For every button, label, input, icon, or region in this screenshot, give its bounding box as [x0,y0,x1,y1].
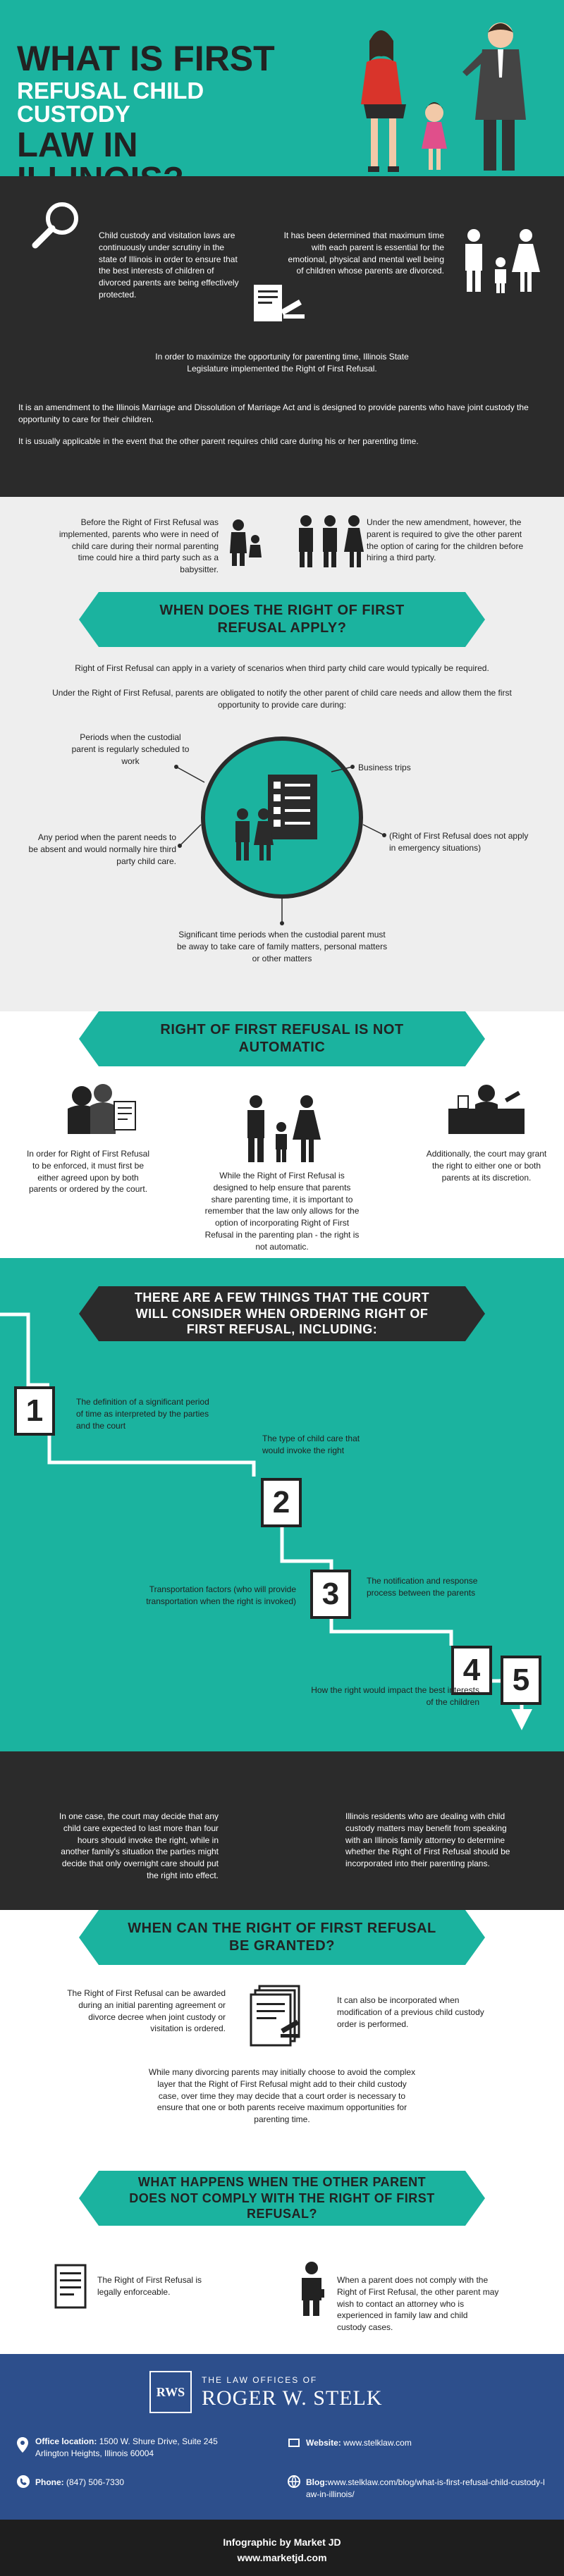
apply-item-business-trips: Business trips [358,763,411,772]
phone-number[interactable]: (847) 506-7330 [66,2477,125,2487]
intro-paragraph-5: It is usually applicable in the event th… [18,436,419,446]
step-2-text: The type of child care that would invoke… [262,1434,360,1455]
not-automatic-right-text: Additionally, the court may grant the ri… [426,1149,547,1183]
credit-line-1: Infographic by Market JD [223,2537,341,2548]
step-5-number: 5 [501,1656,541,1705]
header-section: WHAT IS FIRST REFUSAL CHILD CUSTODY LAW … [0,0,564,176]
intro-section: Child custody and visitation laws are co… [0,176,564,497]
firm-logo-initials: RWS [156,2384,185,2399]
phone-icon [17,2475,30,2488]
checklist-family-icon [235,775,317,861]
phone-block: Phone: (847) 506-7330 [35,2477,124,2489]
consider-banner-text: THERE ARE A FEW THINGS THAT THE COURT WI… [134,1290,430,1337]
consider-banner: THERE ARE A FEW THINGS THAT THE COURT WI… [79,1286,485,1341]
apply-item-family-matters: Significant time periods when the custod… [176,930,388,963]
apply-item-absent: Any period when the parent needs to be a… [28,832,176,866]
not-comply-section: WHAT HAPPENS WHEN THE OTHER PARENT DOES … [0,2171,564,2354]
step-3-number: 3 [310,1570,351,1619]
not-automatic-banner: RIGHT OF FIRST REFUSAL IS NOT AUTOMATIC [79,1011,485,1066]
step-3b-text: The notification and response process be… [367,1576,478,1598]
not-comply-right-text: When a parent does not comply with the R… [337,2275,499,2333]
title-line-2: REFUSAL CHILD CUSTODY [17,78,204,127]
magnifying-glass-icon [32,202,78,249]
before-after-section: Before the Right of First Refusal was im… [0,497,564,592]
not-automatic-center-text: While the Right of First Refusal is desi… [204,1171,360,1252]
website-label: Website: [306,2438,341,2448]
apply-paragraph-2: Under the Right of First Refusal, parent… [52,688,512,710]
step-4-number: 4 [451,1646,492,1695]
step-1-number: 1 [14,1386,55,1436]
blog-link[interactable]: www.stelklaw.com/blog/what-is-first-refu… [306,2477,545,2499]
firm-name-block: THE LAW OFFICES OF ROGER W. STELK [202,2375,383,2410]
family-holding-hands-icon [247,1095,321,1162]
blog-block: Blog:www.stelklaw.com/blog/what-is-first… [306,2477,546,2501]
location-pin-icon [17,2437,28,2453]
not-automatic-section: RIGHT OF FIRST REFUSAL IS NOT AUTOMATIC … [0,1011,564,1258]
court-decide-left-text: In one case, the court may decide that a… [59,1811,219,1880]
not-automatic-left-text: In order for Right of First Refusal to b… [26,1149,150,1195]
blog-label: Blog: [306,2477,328,2487]
footer-section: RWS THE LAW OFFICES OF ROGER W. STELK Of… [0,2354,564,2520]
step-3-text: Transportation factors (who will provide… [146,1584,296,1606]
granted-right-text: It can also be incorporated when modific… [337,1995,484,2029]
step-5-text: How the right would impact the best inte… [311,1685,479,1707]
apply-paragraph-1: Right of First Refusal can apply in a va… [75,663,489,673]
website-link[interactable]: www.stelklaw.com [343,2438,412,2448]
step-1-text: The definition of a significant period o… [76,1397,209,1431]
consider-section: THERE ARE A FEW THINGS THAT THE COURT WI… [0,1258,564,1751]
legal-document-outline-icon [54,2264,87,2309]
court-documents-icon [250,1985,300,2047]
office-line-1: 1500 W. Shure Drive, Suite 245 [99,2436,218,2446]
parent-child-icon [230,519,262,566]
intro-paragraph-3: In order to maximize the opportunity for… [155,352,409,374]
three-people-icon [299,515,364,567]
legal-document-icon [254,285,305,321]
firm-small-label: THE LAW OFFICES OF [202,2375,318,2385]
title-line-1: WHAT IS FIRST [17,39,275,78]
granted-left-text: The Right of First Refusal can be awarde… [67,1988,226,2034]
before-text: Before the Right of First Refusal was im… [59,517,219,575]
intro-paragraph-1: Child custody and visitation laws are co… [99,230,239,300]
website-icon [288,2439,300,2447]
not-comply-banner: WHAT HAPPENS WHEN THE OTHER PARENT DOES … [79,2171,485,2226]
page-title: WHAT IS FIRST REFUSAL CHILD CUSTODY LAW … [17,41,313,176]
website-block: Website: www.stelklaw.com [306,2437,412,2449]
apply-item-emergency: (Right of First Refusal does not apply i… [389,831,529,853]
firm-logo: RWS [149,2371,192,2413]
intro-paragraph-2: It has been determined that maximum time… [283,230,444,276]
firm-name: ROGER W. STELK [202,2386,383,2410]
apply-item-work: Periods when the custodial parent is reg… [71,732,190,766]
intro-paragraph-4: It is an amendment to the Illinois Marri… [18,402,529,424]
apply-section: WHEN DOES THE RIGHT OF FIRST REFUSAL APP… [0,592,564,1011]
step-2-number: 2 [261,1478,302,1527]
steps-path [0,1312,532,1730]
attorney-icon [302,2262,324,2316]
arguing-parents-illustration [361,23,526,172]
office-line-2: Arlington Heights, Illinois 60004 [35,2448,154,2458]
apply-banner: WHEN DOES THE RIGHT OF FIRST REFUSAL APP… [79,592,485,647]
granted-section: WHEN CAN THE RIGHT OF FIRST REFUSAL BE G… [0,1910,564,2171]
blog-icon [288,2475,300,2488]
family-icon [465,229,540,293]
phone-label: Phone: [35,2477,64,2487]
office-block: Office location: 1500 W. Shure Drive, Su… [35,2436,247,2460]
after-text: Under the new amendment, however, the pa… [367,517,524,563]
courtroom-icon [448,1085,525,1134]
granted-bottom-text: While many divorcing parents may initial… [148,2067,416,2125]
granted-banner: WHEN CAN THE RIGHT OF FIRST REFUSAL BE G… [79,1910,485,1965]
credit-line-2[interactable]: www.marketjd.com [237,2552,327,2563]
couple-document-icon [68,1084,136,1134]
credit-section: Infographic by Market JD www.marketjd.co… [0,2520,564,2576]
not-comply-left-text: The Right of First Refusal is legally en… [97,2275,202,2297]
court-decide-right-text: Illinois residents who are dealing with … [345,1811,510,1869]
office-label: Office location: [35,2436,97,2446]
apply-connectors [174,765,386,925]
court-decide-section: In one case, the court may decide that a… [0,1751,564,1910]
title-line-3: LAW IN ILLINOIS? [17,126,184,177]
